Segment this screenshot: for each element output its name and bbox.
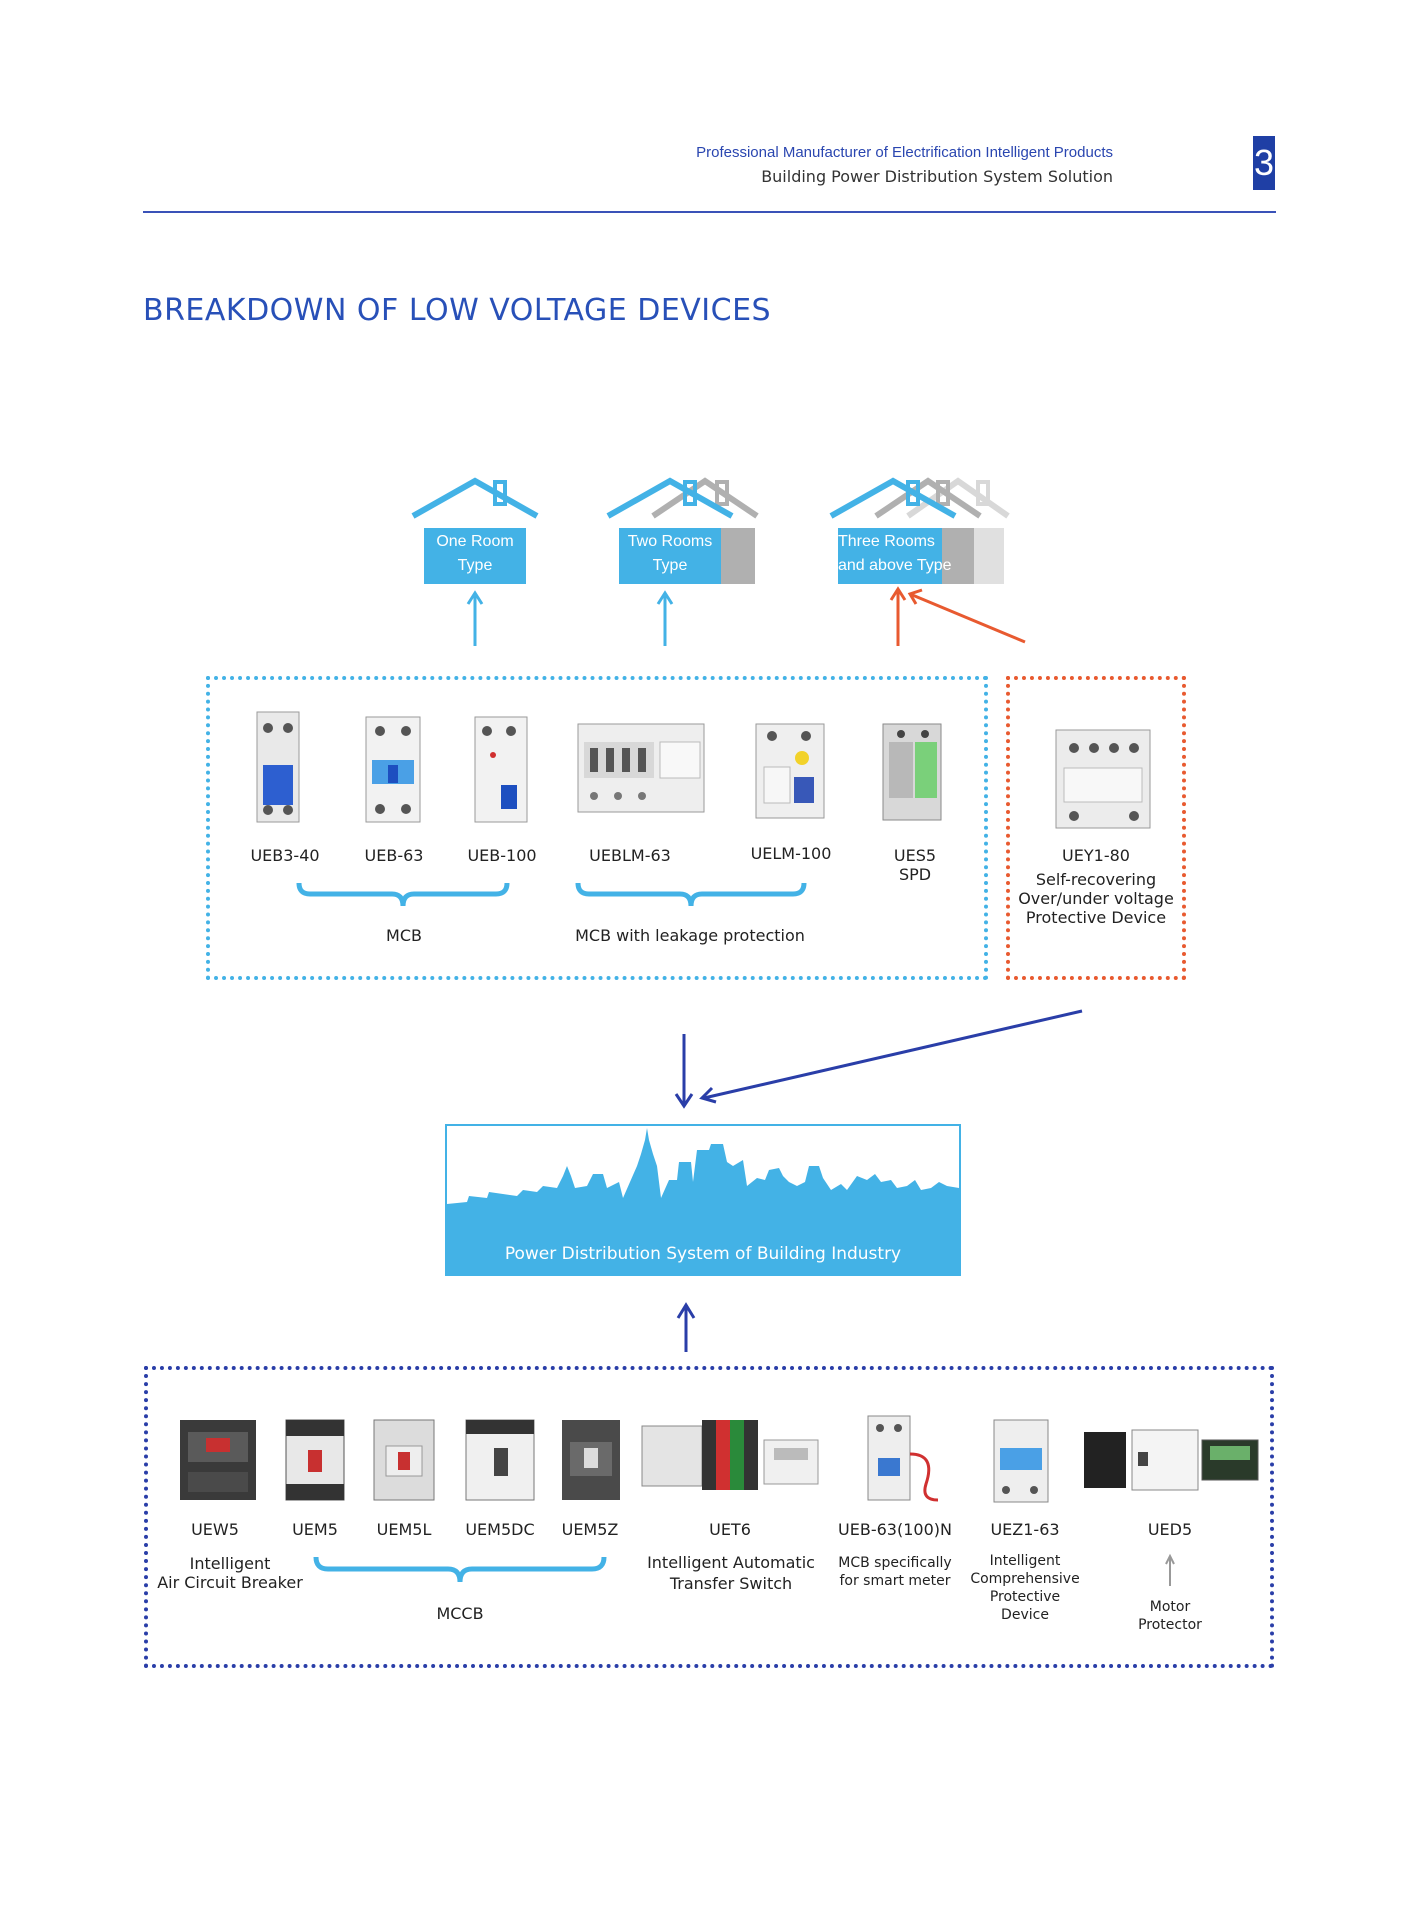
label-uet6: UET6 [709, 1520, 751, 1539]
uem5z-device-icon [562, 1420, 620, 1500]
label-uelm-100: UELM-100 [750, 844, 832, 863]
uem5l-device-icon [373, 1419, 435, 1501]
label-uez1-63: UEZ1-63 [990, 1520, 1060, 1539]
header-rule [143, 211, 1276, 213]
label-uey1-80: UEY1-80 Self-recovering Over/under volta… [1018, 846, 1174, 927]
label-mccb-group: MCCB [436, 1604, 484, 1623]
ues5-spd-device-icon [882, 723, 942, 821]
house-three-rooms-icon [829, 477, 1010, 584]
arrow-up-three-rooms-icon [889, 586, 1026, 646]
protective-device-panel [1006, 676, 1186, 980]
header-subtitle: Building Power Distribution System Solut… [761, 167, 1113, 186]
city-box [445, 1124, 961, 1276]
uelm-100-device-icon [755, 723, 825, 819]
label-mcb-group: MCB [386, 926, 422, 945]
city-skyline-icon [447, 1128, 959, 1274]
page-title: BREAKDOWN OF LOW VOLTAGE DEVICES [143, 293, 772, 328]
label-ued5: UED5 [1147, 1520, 1193, 1539]
mccb-brace-icon [313, 1556, 607, 1583]
mcb-brace-icon [296, 882, 510, 907]
arrow-up-to-city-icon [676, 1302, 696, 1352]
uet6-device-icon [641, 1420, 819, 1490]
label-ueb3-40: UEB3-40 [250, 846, 320, 865]
ued5-device-icon [1084, 1429, 1259, 1491]
ueblm-63-device-icon [577, 723, 705, 813]
label-uew5: UEW5 [191, 1520, 239, 1539]
ueb-63-device-icon [365, 716, 421, 823]
uew5-device-icon [180, 1420, 256, 1500]
ueb-100-device-icon [474, 716, 528, 823]
label-ueb-100: UEB-100 [467, 846, 537, 865]
label-uem5: UEM5 [292, 1520, 338, 1539]
house-two-rooms-icon [606, 477, 759, 584]
city-label: Power Distribution System of Building In… [504, 1244, 902, 1264]
arrow-up-one-room-icon [466, 590, 484, 646]
mcb-leakage-brace-icon [575, 882, 807, 907]
arrow-down-to-city-icon [674, 1009, 1083, 1109]
house-one-room-icon [411, 477, 539, 584]
label-mcb-leakage-group: MCB with leakage protection [575, 926, 805, 945]
header-tagline: Professional Manufacturer of Electrifica… [696, 144, 1113, 161]
uem5-device-icon [285, 1419, 345, 1501]
uey1-80-device-icon [1055, 729, 1151, 829]
label-uem5l: UEM5L [376, 1520, 432, 1539]
label-uem5z: UEM5Z [561, 1520, 619, 1539]
ued5-arrow-up-icon [1165, 1553, 1175, 1586]
ueb3-40-device-icon [256, 711, 300, 823]
label-ueblm-63: UEBLM-63 [589, 846, 671, 865]
commercial-devices-panel [144, 1366, 1274, 1668]
uez1-63-device-icon [993, 1419, 1049, 1503]
label-ueb-63n: UEB-63(100)N [838, 1520, 952, 1539]
page-number: 3 [1253, 136, 1275, 190]
label-ueb-63: UEB-63 [364, 846, 424, 865]
label-uem5dc: UEM5DC [465, 1520, 535, 1539]
ueb-63n-device-icon [867, 1415, 939, 1502]
residential-devices-panel [206, 676, 988, 980]
uem5dc-device-icon [465, 1419, 535, 1501]
arrow-up-two-rooms-icon [656, 590, 674, 646]
